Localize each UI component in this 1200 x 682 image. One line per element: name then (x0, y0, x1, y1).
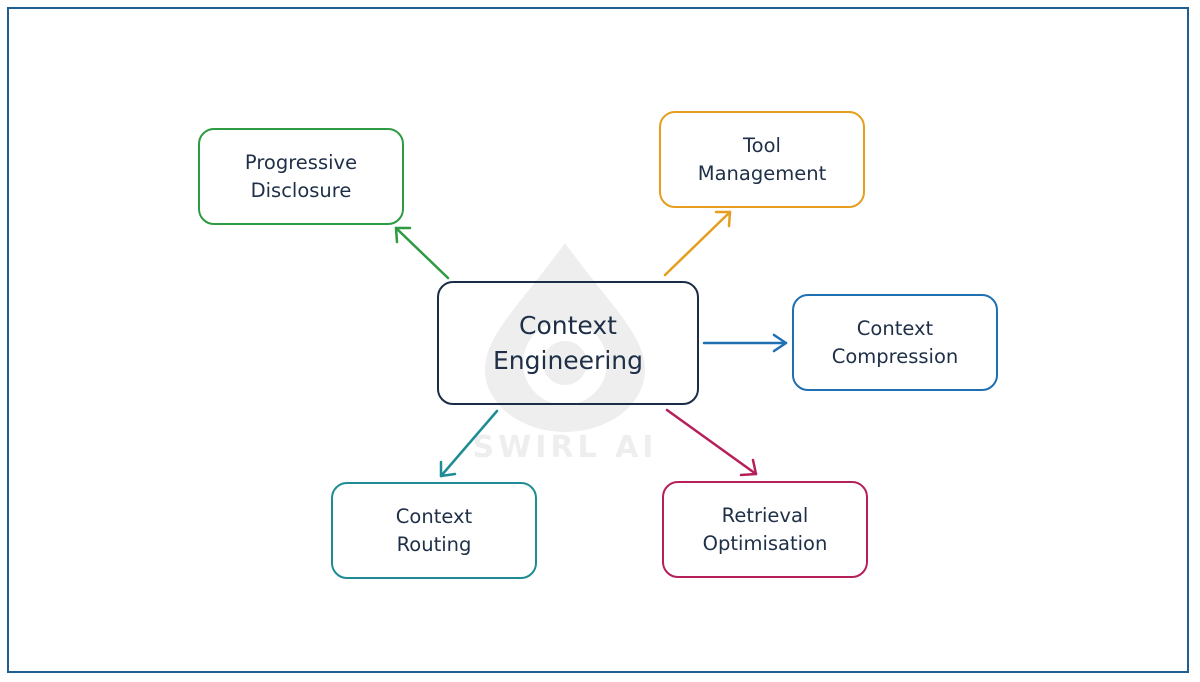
watermark-text: SWIRL AI (472, 430, 658, 465)
swirl-ai-watermark: SWIRL AI (450, 235, 680, 485)
node-label-line-2: Management (697, 161, 827, 185)
center-line-2: Engineering (493, 346, 643, 375)
node-label-line-1: Context (856, 316, 934, 340)
context-compression-node: Context Compression (792, 294, 998, 391)
node-label-line-1: Context (395, 504, 473, 528)
context-routing-node: Context Routing (331, 482, 537, 579)
tool-management-node: Tool Management (659, 111, 865, 208)
node-label-line-1: Retrieval (721, 503, 809, 527)
node-label-line-2: Optimisation (702, 531, 828, 555)
center-line-1: Context (519, 311, 617, 340)
context-engineering-node: Context Engineering (437, 281, 699, 405)
retrieval-optimisation-node: Retrieval Optimisation (662, 481, 868, 578)
node-label-line-1: Progressive (244, 150, 358, 174)
node-label-line-1: Tool (743, 133, 781, 157)
node-label-line-2: Routing (396, 532, 472, 556)
node-label-line-2: Compression (831, 344, 959, 368)
swirl-logo-icon (485, 243, 645, 432)
progressive-disclosure-node: Progressive Disclosure (198, 128, 404, 225)
node-label-line-2: Disclosure (250, 178, 352, 202)
